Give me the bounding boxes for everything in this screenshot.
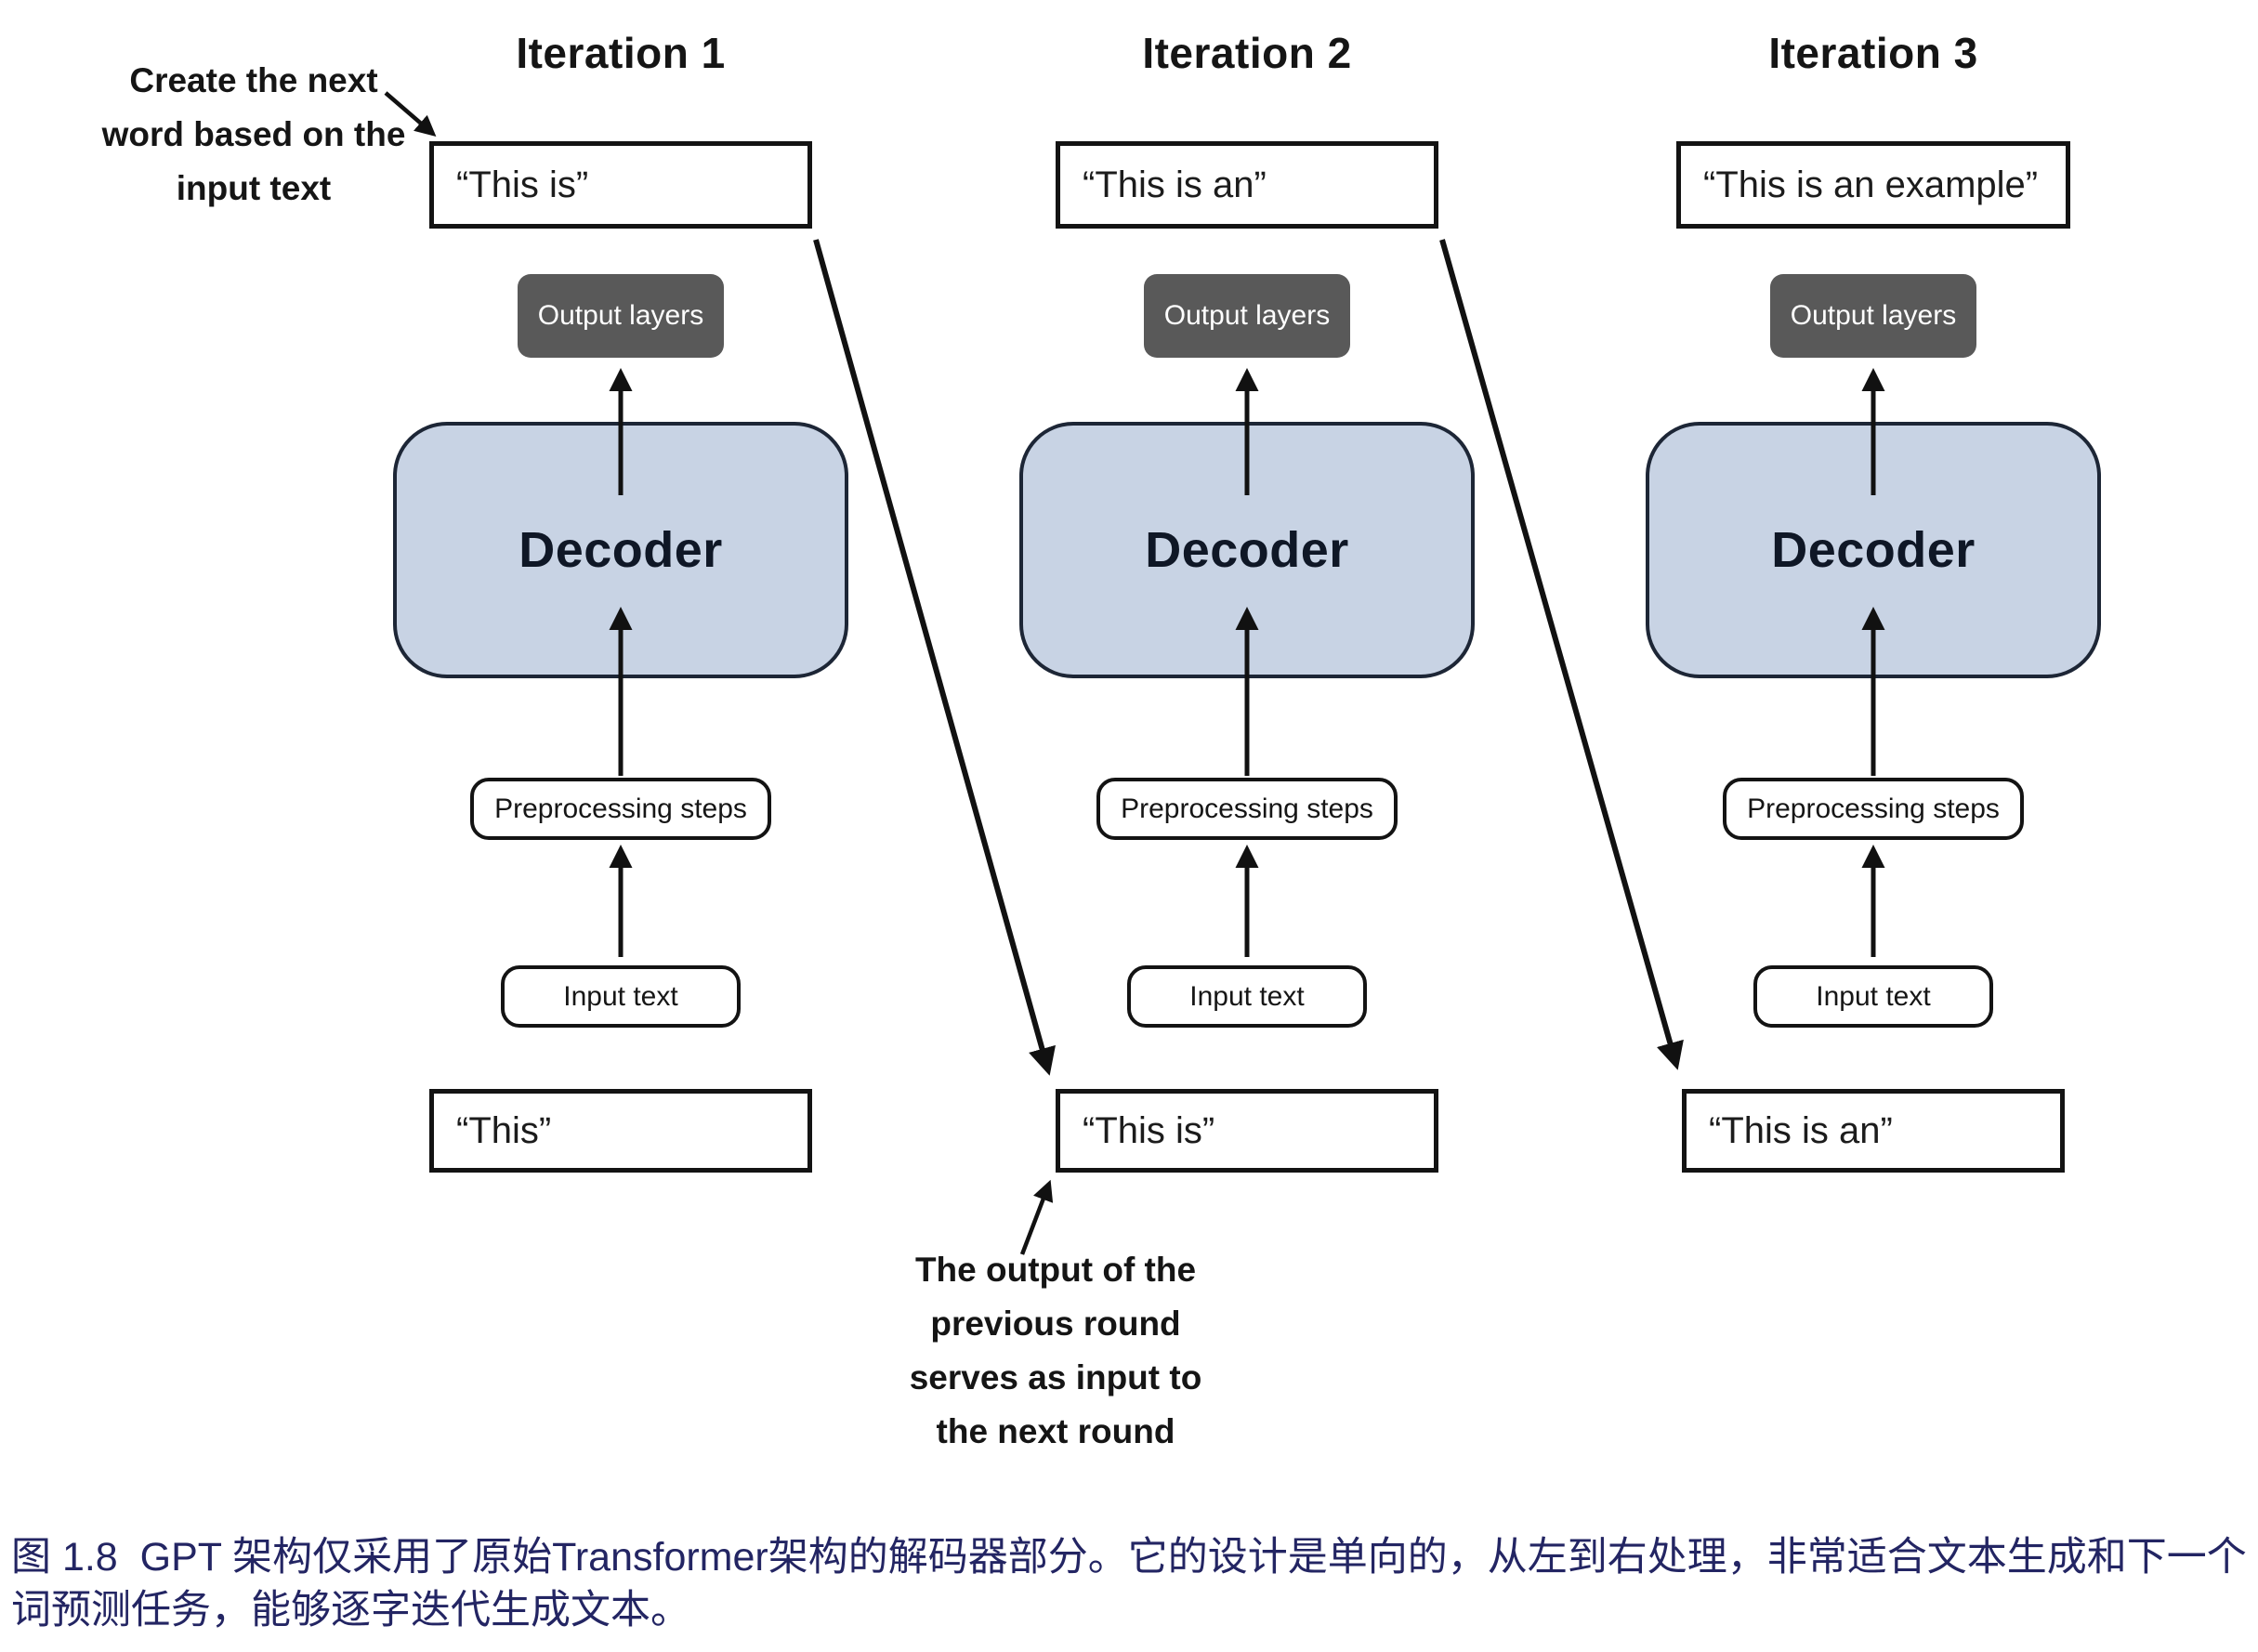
generated-text-box: “This is an” — [1056, 141, 1438, 229]
preprocessing-steps-label: Preprocessing steps — [494, 793, 747, 824]
decoder-box: Decoder — [1646, 422, 2101, 678]
note-line: the next round — [936, 1412, 1175, 1450]
iteration-column-3: Iteration 3 “This is an example” Output … — [1595, 0, 2152, 1652]
output-layers-label: Output layers — [537, 300, 704, 331]
iteration-title: Iteration 1 — [516, 29, 726, 77]
preprocessing-steps-label: Preprocessing steps — [1121, 793, 1373, 824]
input-text-box: Input text — [1753, 965, 1993, 1028]
preprocessing-steps-box: Preprocessing steps — [470, 778, 771, 840]
note-line: word based on the — [101, 115, 406, 153]
note-line: serves as input to — [909, 1358, 1202, 1396]
figure-caption: 图 1.8 GPT 架构仅采用了原始Transformer架构的解码器部分。它的… — [11, 1535, 2247, 1632]
output-layers-label: Output layers — [1790, 300, 1957, 331]
output-layers-box: Output layers — [1144, 274, 1350, 358]
input-text-label: Input text — [563, 980, 678, 1012]
input-text-box: Input text — [501, 965, 741, 1028]
decoder-label: Decoder — [1145, 522, 1349, 578]
input-text-box: Input text — [1127, 965, 1367, 1028]
decoder-box: Decoder — [1019, 422, 1475, 678]
note-line: The output of the — [914, 1251, 1197, 1289]
input-text-label: Input text — [1816, 980, 1931, 1012]
decoder-label: Decoder — [519, 522, 723, 578]
decoder-box: Decoder — [393, 422, 848, 678]
generated-text-box: “This is an example” — [1676, 141, 2070, 229]
input-text-label: Input text — [1189, 980, 1305, 1012]
iteration-title: Iteration 2 — [1142, 29, 1352, 77]
source-text: “This is” — [1083, 1109, 1215, 1151]
output-layers-label: Output layers — [1163, 300, 1331, 331]
note-output-feedback: The output of the previous round serves … — [860, 1243, 1251, 1459]
source-text-box: “This is an” — [1682, 1089, 2065, 1173]
generated-text: “This is an” — [1083, 164, 1267, 205]
source-text: “This is an” — [1709, 1109, 1893, 1151]
source-text-box: “This is” — [1056, 1089, 1438, 1173]
output-layers-box: Output layers — [518, 274, 724, 358]
note-line: Create the next — [129, 61, 378, 99]
preprocessing-steps-label: Preprocessing steps — [1747, 793, 2000, 824]
decoder-label: Decoder — [1771, 522, 1976, 578]
note-line: previous round — [930, 1305, 1181, 1343]
note-line: input text — [176, 169, 332, 207]
output-layers-box: Output layers — [1770, 274, 1976, 358]
generated-text: “This is an example” — [1703, 164, 2039, 205]
source-text-box: “This” — [429, 1089, 812, 1173]
preprocessing-steps-box: Preprocessing steps — [1096, 778, 1398, 840]
note-create-next-word: Create the next word based on the input … — [98, 54, 410, 216]
source-text: “This” — [456, 1109, 552, 1151]
generated-text: “This is” — [456, 164, 589, 205]
generated-text-box: “This is” — [429, 141, 812, 229]
preprocessing-steps-box: Preprocessing steps — [1723, 778, 2024, 840]
iteration-column-1: Iteration 1 “This is” Output layers Deco… — [342, 0, 899, 1652]
iteration-title: Iteration 3 — [1768, 29, 1978, 77]
